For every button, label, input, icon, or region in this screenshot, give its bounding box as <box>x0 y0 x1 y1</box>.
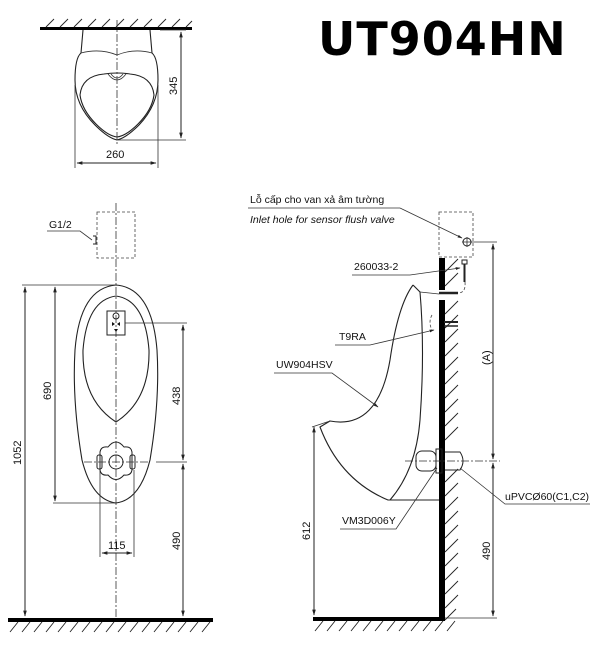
side-view-floor <box>313 617 445 621</box>
part-label-bracket: 260033-2 <box>354 261 399 273</box>
side-view-wall-hatch <box>444 258 459 621</box>
front-view-outlet-spacing-dim: 115 <box>108 540 126 552</box>
pipe-label: uPVCØ60(C1,C2) <box>505 491 589 503</box>
front-view: G1/2 1052 <box>8 203 213 633</box>
inlet-note-vietnamese: Lỗ cấp cho van xả âm tường <box>250 193 384 206</box>
side-view-outlet-height-dim: 490 <box>481 542 493 560</box>
front-view-floor-hatch <box>9 621 211 633</box>
top-view-depth-dim: 345 <box>168 77 180 95</box>
model-title: UT904HN <box>318 12 567 66</box>
front-view-valve-box <box>96 211 136 259</box>
part-label-outlet: VM3D006Y <box>342 515 396 527</box>
front-view-bowl <box>82 295 150 423</box>
side-view: Lỗ cấp cho van xả âm tường Inlet hole fo… <box>248 193 590 632</box>
front-view-total-height-dim: 1052 <box>12 441 24 465</box>
front-view-outlet-height-dim: 490 <box>171 532 183 550</box>
top-view-wall-hatch <box>45 18 193 28</box>
inlet-height-dim: (A) <box>481 350 493 365</box>
front-view-bowl-height-dim: 690 <box>42 382 54 400</box>
side-view-urinal-outline <box>319 284 439 501</box>
side-view-valve-box <box>438 211 474 258</box>
top-view-body <box>74 29 159 141</box>
front-view-sensor-outlet-dim: 438 <box>171 387 183 405</box>
side-view-wall-upper <box>439 258 445 290</box>
top-view-wall <box>40 27 192 30</box>
rim-height-dim: 612 <box>301 522 313 540</box>
front-view-outlet-flange <box>99 441 133 480</box>
top-view: 345 260 <box>40 18 193 168</box>
part-label-urinal: UW904HSV <box>276 359 333 371</box>
top-view-bowl <box>79 72 155 138</box>
inlet-note-english: Inlet hole for sensor flush valve <box>250 214 395 226</box>
front-view-floor <box>8 618 213 622</box>
top-view-width-dim: 260 <box>106 149 124 161</box>
part-label-sensor: T9RA <box>339 331 366 343</box>
side-view-floor-hatch <box>314 620 456 632</box>
inlet-thread-label: G1/2 <box>49 219 72 231</box>
